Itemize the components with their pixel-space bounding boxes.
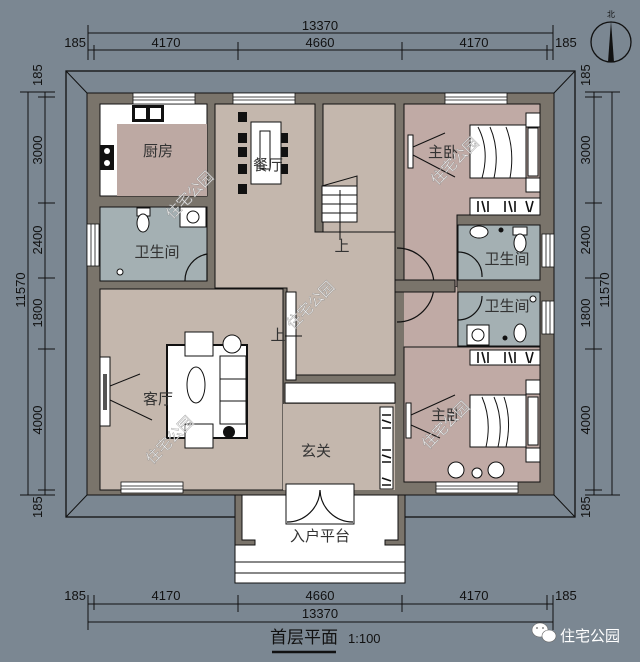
svg-text:北: 北 [607, 10, 615, 19]
label-living: 客厅 [143, 390, 173, 408]
north-arrow-icon: 北 [590, 10, 632, 63]
dim-left-seg-1: 3000 [30, 136, 45, 165]
label-entry-platform: 入户平台 [290, 527, 350, 545]
label-kitchen: 厨房 [143, 142, 173, 160]
dining-table-icon [238, 112, 288, 194]
dim-right-seg-4: 4000 [578, 406, 593, 435]
dim-bottom-seg-1: 4170 [152, 588, 181, 603]
door-swing-entry [286, 489, 354, 523]
dim-bottom-seg-3: 4170 [460, 588, 489, 603]
stair-icon [321, 175, 358, 240]
dim-bottom-seg-0: 185 [64, 588, 86, 603]
door-swing-bath-left [184, 253, 208, 282]
dim-top-seg-0: 185 [64, 35, 86, 50]
brand-label: 住宅公园 [560, 627, 620, 645]
tv-lower-icon [405, 394, 456, 439]
dim-right-seg-1: 3000 [578, 136, 593, 165]
dim-top-seg-1: 4170 [152, 35, 181, 50]
bottom-dimensions [87, 595, 554, 630]
drawing-title: 首层平面 [270, 628, 338, 648]
top-dimensions [87, 25, 554, 60]
label-foyer: 玄关 [301, 442, 331, 460]
floor-drain-icon [116, 268, 124, 276]
tv-living-icon [99, 356, 153, 427]
dim-bottom-seg-2: 4660 [306, 588, 335, 603]
left-dimensions [20, 91, 55, 496]
stair-up-label-2: 上 [270, 326, 285, 344]
drawing-scale: 1:100 [348, 631, 381, 646]
basin-left-icon [179, 206, 207, 228]
dim-right-seg-3: 1800 [578, 299, 593, 328]
sofa-set-icon [166, 331, 248, 449]
dim-top-seg-4: 185 [555, 35, 577, 50]
kitchen-sink-icon [132, 105, 164, 122]
door-swing-bath-right-upper [457, 251, 483, 278]
dim-top-total: 13370 [302, 18, 338, 33]
dim-left-seg-3: 1800 [30, 299, 45, 328]
bed-upper-icon [469, 112, 541, 193]
dim-top-seg-2: 4660 [306, 35, 335, 50]
label-bath-right-lower: 卫生间 [484, 297, 529, 315]
dim-bottom-seg-4: 185 [555, 588, 577, 603]
toilet-left-icon [136, 207, 151, 233]
right-dimensions [585, 91, 620, 496]
bath-right-upper-fixtures [469, 225, 528, 253]
entry-platform [234, 483, 406, 584]
dim-right-seg-5: 185 [578, 496, 593, 518]
dim-left-seg-5: 185 [30, 496, 45, 518]
label-master-bedroom-1: 主卧 [428, 143, 458, 161]
label-dining: 餐厅 [253, 156, 283, 174]
dim-right-seg-2: 2400 [578, 226, 593, 255]
dim-right-total: 11570 [597, 272, 612, 307]
label-master-bedroom-2: 主卧 [431, 406, 461, 424]
tv-upper-icon [407, 132, 456, 178]
vanity-lower-icon [447, 461, 505, 479]
dim-top-seg-3: 4170 [460, 35, 489, 50]
windows [86, 92, 555, 494]
label-bath-right-upper: 卫生间 [484, 250, 529, 268]
wardrobe-lower [469, 349, 541, 366]
dim-left-total: 11570 [13, 272, 28, 307]
bed-lower-icon [469, 379, 541, 463]
dim-bottom-total: 13370 [302, 606, 338, 621]
dim-right-seg-0: 185 [578, 64, 593, 86]
dim-left-seg-2: 2400 [30, 226, 45, 255]
label-bath-left: 卫生间 [134, 243, 179, 261]
shoe-cabinet [379, 406, 394, 490]
stove-icon [100, 145, 114, 170]
dim-left-seg-4: 4000 [30, 406, 45, 435]
door-swing-bath-right-lower [457, 295, 483, 321]
dim-left-seg-0: 185 [30, 64, 45, 86]
wardrobe-upper [469, 197, 541, 216]
wechat-icon [531, 622, 557, 643]
stair-up-label-1: 上 [334, 237, 349, 255]
bath-right-lower-fixtures [466, 295, 537, 346]
